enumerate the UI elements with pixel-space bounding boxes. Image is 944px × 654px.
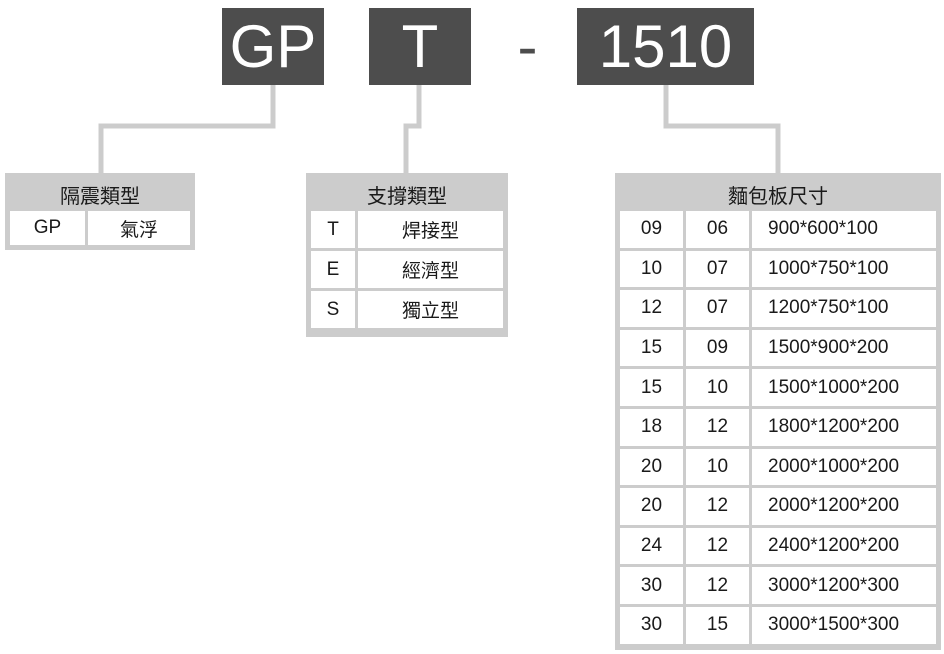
connector-size — [663, 85, 781, 173]
code-dash: - — [517, 12, 538, 80]
size-dimension-cell: 2400*1200*200 — [752, 527, 936, 565]
size-width-code-cell: 12 — [686, 488, 749, 525]
size-width-code-cell: 07 — [686, 250, 749, 288]
size-dimension-cell: 1800*1200*200 — [752, 409, 936, 446]
size-dimension-cell: 3000*1500*300 — [752, 607, 936, 644]
size-length-code-cell: 20 — [620, 448, 683, 486]
size-width-code-cell: 12 — [686, 409, 749, 446]
connector-isolation — [98, 85, 276, 173]
code-segment-isolation: GP — [222, 8, 324, 85]
size-length-code-cell: 24 — [620, 527, 683, 565]
size-length-code-cell: 20 — [620, 488, 683, 525]
size-width-code-cell: 07 — [686, 290, 749, 327]
size-length-code-cell: 09 — [620, 211, 683, 248]
size-dimension-cell: 2000*1000*200 — [752, 448, 936, 486]
size-width-code-cell: 15 — [686, 607, 749, 644]
size-width-code-cell: 10 — [686, 369, 749, 406]
size-dimension-cell: 3000*1200*300 — [752, 567, 936, 604]
size-dimension-cell: 900*600*100 — [752, 211, 936, 248]
isolation-name-cell: 氣浮 — [88, 211, 190, 245]
isolation-code-cell: GP — [10, 211, 85, 245]
code-segment-size: 1510 — [577, 8, 754, 85]
size-length-code-cell: 10 — [620, 250, 683, 288]
size-width-code-cell: 09 — [686, 329, 749, 367]
size-length-code-cell: 15 — [620, 369, 683, 406]
size-dimension-cell: 1500*1000*200 — [752, 369, 936, 406]
breadboard-size-title: 麵包板尺寸 — [728, 185, 828, 208]
connector-support — [403, 85, 422, 173]
support-code-cell: E — [311, 251, 355, 288]
size-dimension-cell: 1500*900*200 — [752, 329, 936, 367]
support-name-cell: 經濟型 — [358, 251, 503, 288]
size-dimension-cell: 1000*750*100 — [752, 250, 936, 288]
support-name-cell: 獨立型 — [358, 291, 503, 328]
code-segment-support-text: T — [401, 12, 439, 80]
size-length-code-cell: 12 — [620, 290, 683, 327]
size-length-code-cell: 15 — [620, 329, 683, 367]
code-segment-support: T — [369, 8, 471, 85]
size-width-code-cell: 12 — [686, 527, 749, 565]
size-width-code-cell: 10 — [686, 448, 749, 486]
support-name-cell: 焊接型 — [358, 211, 503, 248]
size-length-code-cell: 30 — [620, 567, 683, 604]
isolation-type-panel: 隔震類型 GP 氣浮 — [5, 173, 195, 250]
support-code-cell: T — [311, 211, 355, 248]
support-code-cell: S — [311, 291, 355, 328]
code-segment-size-text: 1510 — [598, 12, 733, 80]
support-type-title: 支撐類型 — [367, 185, 447, 208]
size-length-code-cell: 30 — [620, 607, 683, 644]
size-length-code-cell: 18 — [620, 409, 683, 446]
size-width-code-cell: 12 — [686, 567, 749, 604]
code-segment-isolation-text: GP — [229, 12, 317, 80]
size-dimension-cell: 2000*1200*200 — [752, 488, 936, 525]
isolation-type-title: 隔震類型 — [60, 185, 140, 208]
size-dimension-cell: 1200*750*100 — [752, 290, 936, 327]
size-width-code-cell: 06 — [686, 211, 749, 248]
